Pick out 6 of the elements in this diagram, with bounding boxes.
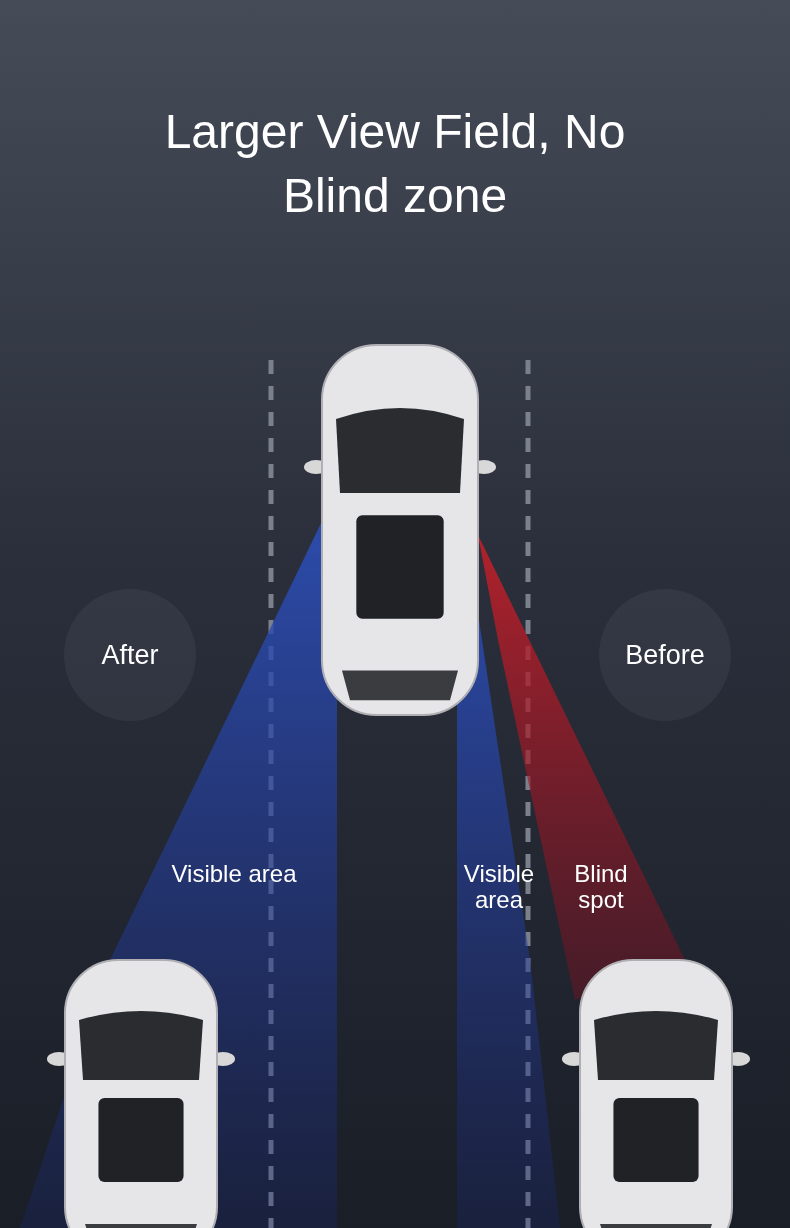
area-label: Visible area	[462, 861, 536, 913]
title: Larger View Field, No Blind zone	[163, 104, 627, 224]
area-label: Visible area	[170, 861, 298, 887]
area-label: Blind spot	[573, 861, 629, 913]
label-disc: After	[64, 589, 196, 721]
label-disc: Before	[599, 589, 731, 721]
